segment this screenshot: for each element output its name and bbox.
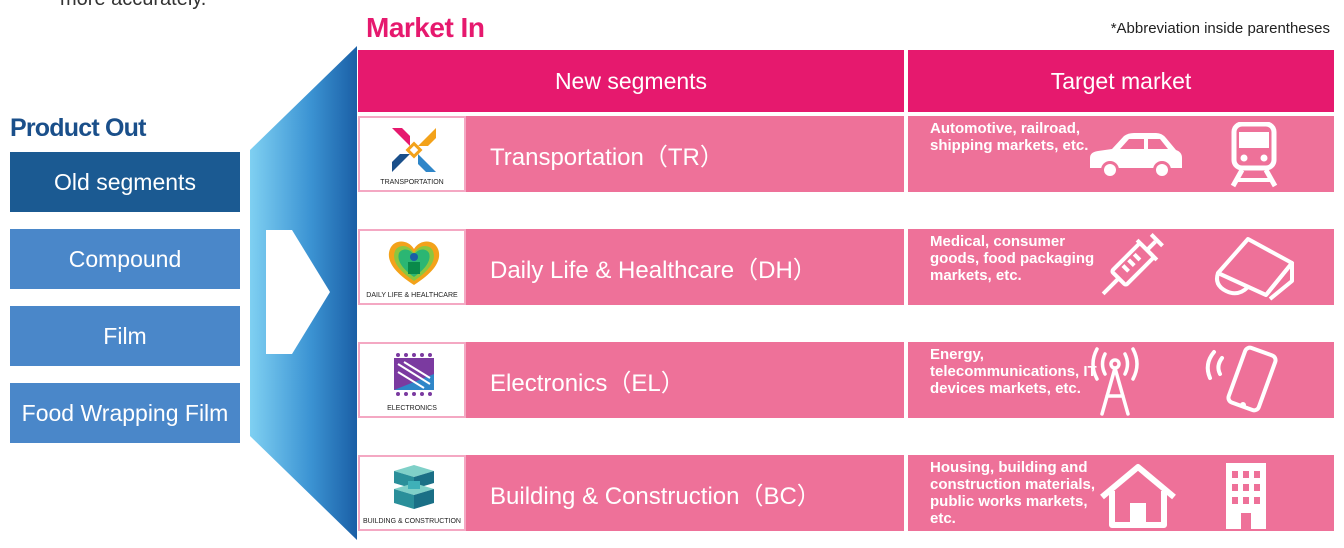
car-icon <box>1090 133 1182 179</box>
target-market-text: Energy, telecommunications, IT devices m… <box>930 346 1097 397</box>
target-market-cell: Housing, building and construction mater… <box>908 455 1334 531</box>
segment-row-transportation: TRANSPORTATION Transportation（TR） Automo… <box>358 116 1334 192</box>
smartphone-icon <box>1205 345 1278 413</box>
old-segment-compound: Compound <box>10 229 240 289</box>
office-building-icon <box>1226 463 1266 529</box>
segment-name: Daily Life & Healthcare（DH） <box>466 229 904 305</box>
food-wrap-icon <box>1215 237 1294 301</box>
logo-caption: BUILDING & CONSTRUCTION <box>362 518 461 525</box>
old-segment-food-wrapping-film: Food Wrapping Film <box>10 383 240 443</box>
segment-row-electronics: ELECTRONICS Electronics（EL） Energy, tele… <box>358 342 1334 418</box>
segment-logo: DAILY LIFE & HEALTHCARE <box>358 229 466 305</box>
segment-row-daily-life-healthcare: DAILY LIFE & HEALTHCARE Daily Life & Hea… <box>358 229 1334 305</box>
daily-life-healthcare-logo-icon <box>388 241 440 285</box>
transportation-logo-icon <box>392 128 436 172</box>
segment-logo: ELECTRONICS <box>358 342 466 418</box>
antenna-tower-icon <box>1091 347 1139 416</box>
target-market-text: Medical, consumer goods, food packaging … <box>930 233 1095 284</box>
product-out-title: Product Out <box>10 114 146 142</box>
target-market-text: Housing, building and construction mater… <box>930 459 1096 527</box>
transition-arrow <box>250 46 357 540</box>
segment-logo: TRANSPORTATION <box>358 116 466 192</box>
target-market-header: Target market <box>908 50 1334 112</box>
segment-name: Building & Construction（BC） <box>466 455 904 531</box>
electronics-logo-icon <box>394 353 434 396</box>
house-icon <box>1100 464 1176 528</box>
abbreviation-note: *Abbreviation inside parentheses <box>1110 20 1330 37</box>
building-construction-logo-icon <box>394 465 434 509</box>
market-in-title: Market In <box>366 12 485 43</box>
segment-name: Electronics（EL） <box>466 342 904 418</box>
segment-logo: BUILDING & CONSTRUCTION <box>358 455 466 531</box>
segment-name: Transportation（TR） <box>466 116 904 192</box>
top-text-fragment: more accurately. <box>60 0 206 11</box>
old-segment-film: Film <box>10 306 240 366</box>
target-market-cell: Automotive, railroad, shipping markets, … <box>908 116 1334 192</box>
new-segments-header: New segments <box>358 50 904 112</box>
train-icon <box>1230 122 1278 188</box>
target-market-cell: Medical, consumer goods, food packaging … <box>908 229 1334 305</box>
target-market-cell: Energy, telecommunications, IT devices m… <box>908 342 1334 418</box>
logo-caption: TRANSPORTATION <box>380 179 444 186</box>
segment-row-building-construction: BUILDING & CONSTRUCTION Building & Const… <box>358 455 1334 531</box>
old-segments-header: Old segments <box>10 152 240 212</box>
syringe-icon <box>1101 233 1164 296</box>
logo-caption: DAILY LIFE & HEALTHCARE <box>366 292 458 299</box>
target-market-text: Automotive, railroad, shipping markets, … <box>930 120 1089 154</box>
logo-caption: ELECTRONICS <box>387 405 437 412</box>
